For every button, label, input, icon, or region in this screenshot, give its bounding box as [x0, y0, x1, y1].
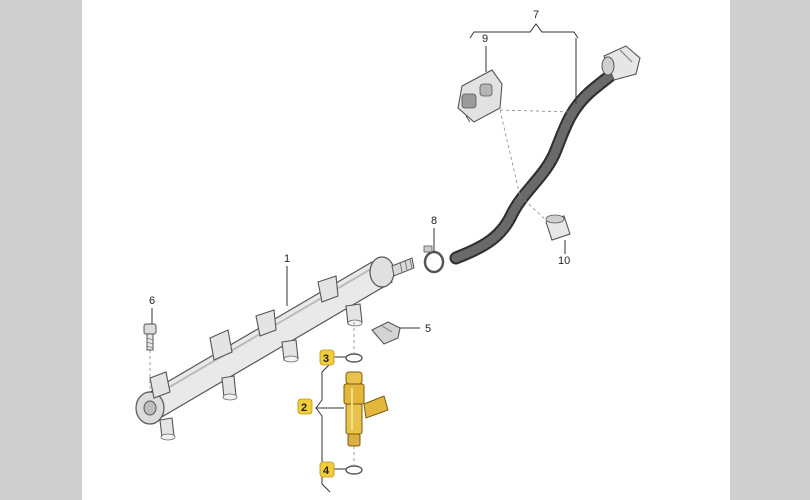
fuel-injector-part — [343, 371, 389, 447]
holder-part — [457, 69, 503, 123]
callout-1: 1 — [284, 253, 290, 265]
callout-6: 6 — [149, 295, 155, 307]
callout-3: 3 — [323, 353, 329, 365]
leader-lines — [151, 23, 579, 493]
callout-7: 7 — [533, 9, 539, 21]
highlight-badges — [297, 349, 335, 478]
callout-4: 4 — [323, 465, 330, 477]
diagram-sheet — [82, 0, 730, 500]
callout-9: 9 — [482, 33, 488, 45]
callout-10: 10 — [558, 255, 570, 267]
assembly-lines — [149, 109, 573, 466]
fuel-hose-part — [449, 45, 641, 265]
sleeve-part — [545, 214, 571, 241]
bolt-part — [143, 323, 157, 351]
callout-5: 5 — [425, 323, 431, 335]
fuel-rail-part — [135, 256, 415, 441]
callout-8: 8 — [431, 215, 437, 227]
callout-2: 2 — [301, 402, 307, 414]
clip-part — [371, 321, 401, 345]
